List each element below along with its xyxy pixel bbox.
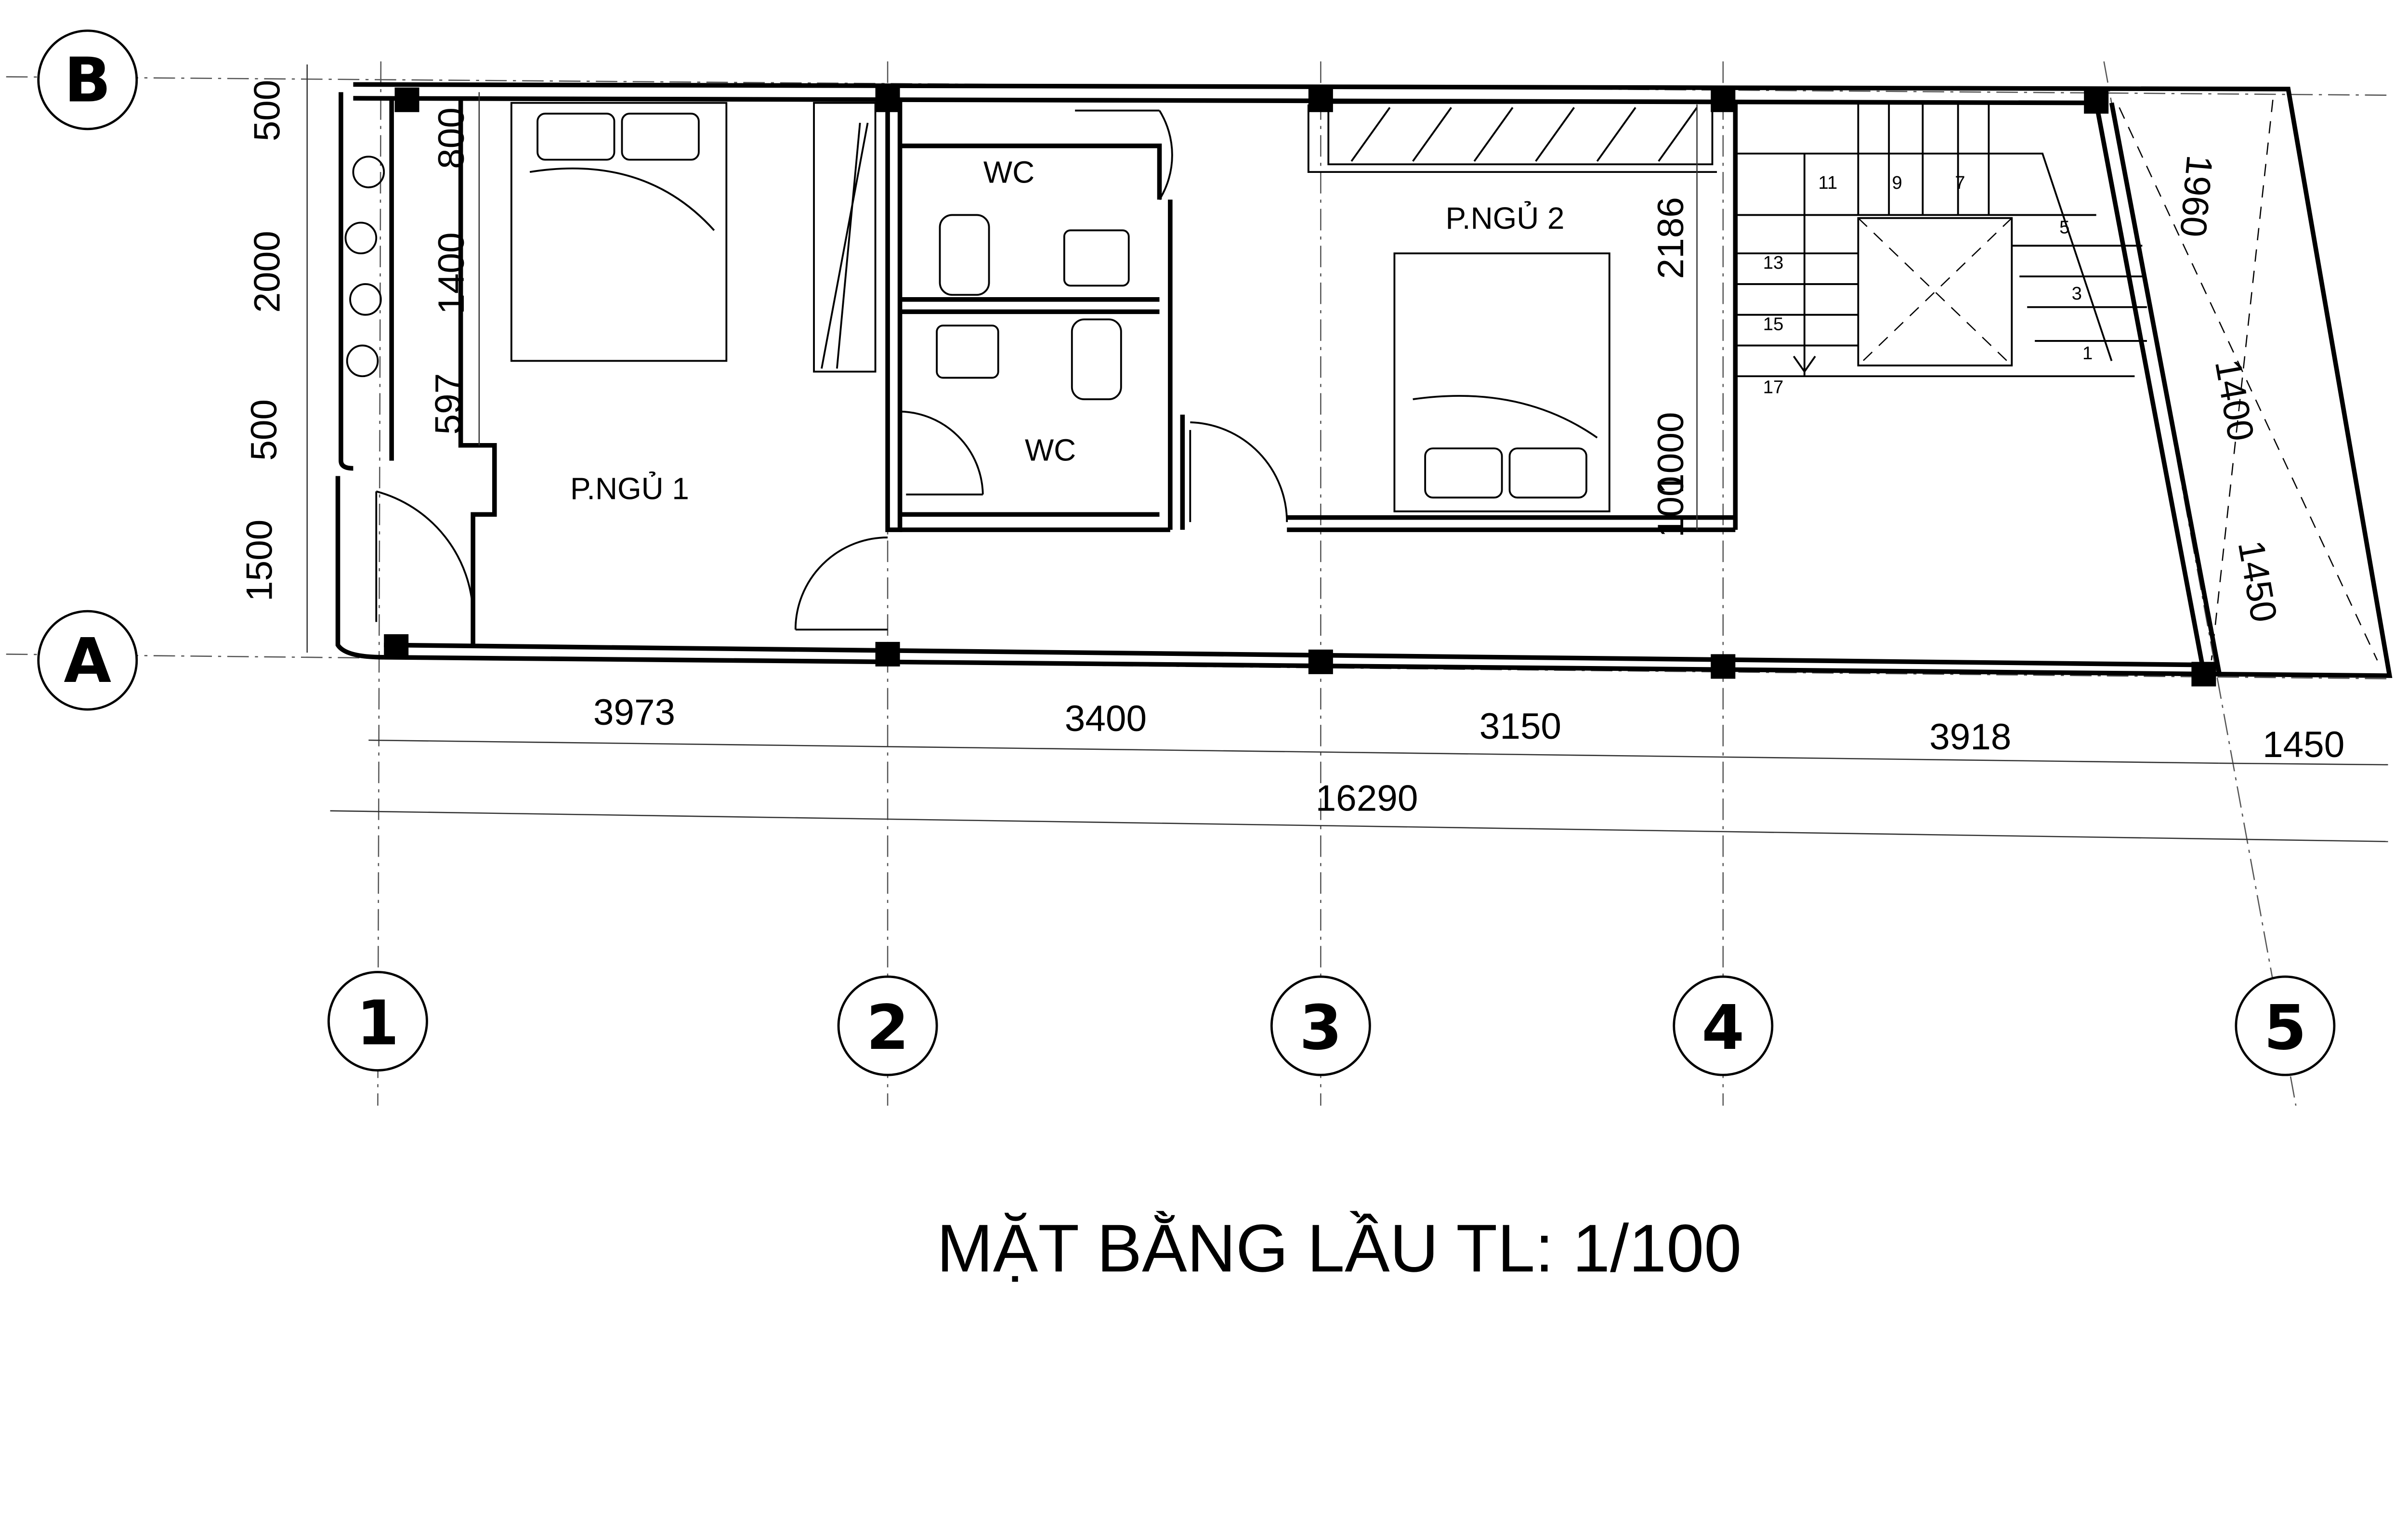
balcony-hatch — [2119, 100, 2378, 661]
dimension-label: 1400 — [2207, 356, 2262, 444]
planter-icon — [344, 156, 385, 378]
dimension-label: 1500 — [239, 520, 280, 601]
dimension-label: 1000 — [1650, 412, 1691, 494]
exterior-walls — [335, 82, 2393, 678]
axis-bubble-B: B — [37, 29, 138, 131]
stair-step-label: 13 — [1763, 252, 1784, 273]
stair-step-label: 17 — [1763, 377, 1784, 397]
axis-bubble-5: 5 — [2235, 975, 2336, 1076]
dimension-label: 1960 — [2172, 154, 2220, 239]
bed-1 — [510, 102, 728, 362]
axis-bubble-4: 4 — [1673, 975, 1774, 1076]
dimension-label: 500 — [247, 80, 288, 142]
dimension-label: 597 — [428, 373, 469, 435]
room-label-bedroom-1: P.NGỦ 1 — [570, 471, 689, 506]
wardrobe-1 — [813, 102, 877, 373]
drawing-title: MẶT BẰNG LẦU TL: 1/100 — [937, 1210, 1741, 1286]
axis-label: 5 — [2264, 993, 2307, 1064]
toilet-2 — [1071, 318, 1122, 400]
grid-lines — [6, 61, 2388, 1106]
room-label-bedroom-2: P.NGỦ 2 — [1446, 201, 1565, 235]
left-outer-dimensions: 500 2000 500 1500 — [239, 80, 288, 601]
dimension-label: 800 — [431, 107, 472, 169]
sink-2 — [936, 325, 999, 379]
bottom-dimensions: 3973 3400 3150 3918 1450 16290 — [593, 692, 2344, 819]
dimension-label: 3973 — [593, 692, 675, 733]
staircase: 11 9 7 5 3 1 13 15 17 — [1735, 103, 2147, 397]
wardrobe-2 — [1327, 102, 1714, 166]
dimension-lines — [306, 64, 2388, 842]
furniture — [344, 102, 1714, 512]
dimension-label: 1400 — [431, 232, 472, 314]
dimension-label: 100 — [1650, 476, 1691, 537]
stair-step-label: 11 — [1819, 172, 1838, 193]
doors — [375, 109, 1288, 631]
bedroom-2-dimensions: 2186 1000 100 — [1650, 197, 1691, 537]
dimension-label: 2186 — [1650, 197, 1691, 279]
stair-step-label: 9 — [1892, 172, 1902, 193]
axis-bubble-A: A — [37, 610, 138, 711]
left-inner-dimensions: 800 1400 597 — [428, 107, 472, 434]
floor-plan: 11 9 7 5 3 1 13 15 17 P.NGỦ 1 P.NGỦ 2 WC… — [6, 29, 2393, 1286]
axis-bubble-2: 2 — [837, 975, 938, 1076]
stair-step-label: 7 — [1955, 172, 1965, 193]
sink-1 — [1063, 229, 1130, 287]
dimension-label: 3400 — [1065, 698, 1147, 739]
axis-label: A — [64, 626, 111, 697]
axis-bubble-3: 3 — [1270, 975, 1371, 1076]
room-label-wc-lower: WC — [1025, 433, 1076, 468]
stair-step-label: 1 — [2082, 343, 2093, 364]
dimension-label: 500 — [244, 399, 285, 461]
axis-bubble-1: 1 — [327, 971, 428, 1072]
axis-label: 1 — [356, 988, 399, 1059]
dimension-label-total: 16290 — [1316, 778, 1418, 819]
stair-step-label: 3 — [2072, 283, 2082, 304]
stair-step-label: 5 — [2059, 217, 2069, 238]
axis-label: 2 — [866, 993, 909, 1064]
dimension-label: 1450 — [2230, 537, 2284, 625]
structural-columns — [384, 87, 2216, 687]
axis-label: 3 — [1299, 993, 1342, 1064]
axis-label: 4 — [1701, 993, 1744, 1064]
toilet-1 — [939, 214, 990, 296]
dimension-label: 1450 — [2263, 724, 2344, 765]
dimension-label: 3150 — [1479, 706, 1561, 747]
room-label-wc-upper: WC — [983, 155, 1034, 189]
axis-label: B — [64, 45, 111, 116]
bed-2 — [1393, 252, 1610, 512]
right-dimensions: 1960 1400 1450 — [2172, 154, 2285, 626]
stair-step-label: 15 — [1763, 314, 1784, 335]
dimension-label: 3918 — [1929, 717, 2011, 758]
dimension-label: 2000 — [247, 231, 288, 313]
